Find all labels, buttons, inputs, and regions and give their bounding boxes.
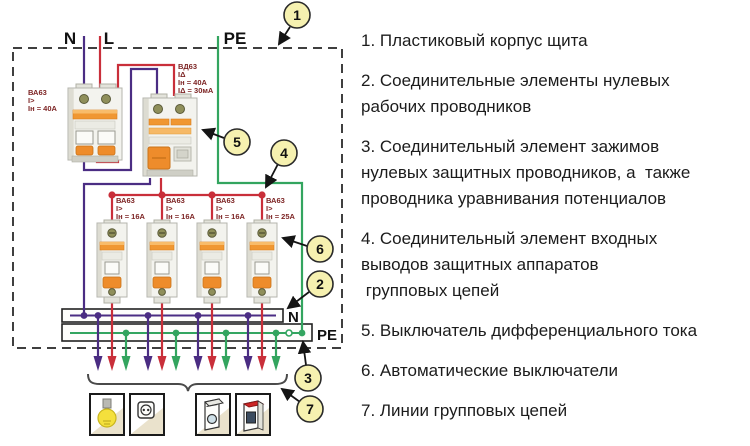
main-breaker-label: ВА63 I> Iн = 40А [28, 88, 58, 113]
washing-machine-icon [195, 393, 231, 436]
callout-5: 5 [201, 127, 251, 156]
group-breaker-1 [96, 219, 128, 304]
pe-incoming-wire [216, 36, 304, 330]
callout-4: 4 [265, 139, 298, 189]
panel-schematic: N L PE N PE ВА63 I> Iн = 40А ВД63 IΔ Iн … [0, 0, 362, 441]
neutral-wires [82, 36, 250, 358]
legend-item-7: 7. Линии групповых цепей [361, 401, 568, 420]
callout-7: 7 [280, 387, 324, 423]
callout-6: 6 [281, 235, 334, 263]
breaker1-rating: Iн = 16А [116, 212, 146, 221]
breaker3-symbol: I> [216, 204, 223, 213]
rcd-model: ВД63 [178, 62, 197, 71]
main-breaker-symbol: I> [28, 96, 35, 105]
legend-item-4: 4. Соединительный элемент входных выводо… [361, 229, 658, 300]
breaker4-symbol: I> [266, 204, 273, 213]
equipotential-terminal-circle [285, 329, 293, 337]
rcd-label: ВД63 IΔ Iн = 40А IΔ = 30мА [178, 62, 214, 95]
callout-7-number: 7 [306, 401, 314, 417]
breaker1-model: ВА63 [116, 196, 135, 205]
callout-4-number: 4 [280, 145, 288, 161]
legend-item-5: 5. Выключатель дифференциального тока [361, 321, 698, 340]
main-breaker-rating: Iн = 40А [28, 104, 58, 113]
legend-item-6: 6. Автоматические выключатели [361, 361, 618, 380]
rcd-device [142, 93, 198, 177]
callout-6-number: 6 [316, 241, 324, 257]
breaker2-model: ВА63 [166, 196, 185, 205]
pe-wires [124, 36, 304, 358]
line-junction-dots [108, 191, 266, 199]
rcd-symbol: IΔ [178, 70, 186, 79]
group-lines-brace [87, 373, 288, 392]
incoming-conductor-labels: N L PE [64, 29, 246, 48]
callout-2-number: 2 [316, 276, 324, 292]
neutral-busbar [61, 308, 284, 323]
electric-stove-icon [235, 393, 271, 436]
breaker3-rating: Iн = 16А [216, 212, 246, 221]
callout-3-number: 3 [304, 370, 312, 386]
callout-5-number: 5 [233, 134, 241, 150]
group-breaker-labels: ВА63 I> Iн = 16А ВА63 I> Iн = 16А ВА63 I… [116, 196, 296, 221]
neutral-main-to-rcd-wire [82, 67, 159, 172]
main-breaker-device [67, 83, 123, 163]
group-circuit-arrows [93, 356, 281, 371]
legend-item-1: 1. Пластиковый корпус щита [361, 31, 588, 50]
neutral-junction-dots [80, 312, 252, 319]
n-conductor-label: N [64, 29, 76, 48]
rcd-current-rating: Iн = 40А [178, 78, 208, 87]
callout-1: 1 [277, 1, 311, 46]
pe-conductor-label: PE [224, 29, 247, 48]
pe-busbar-label: PE [317, 327, 337, 344]
breaker2-rating: Iн = 16А [166, 212, 196, 221]
neutral-rcd-to-busbar-wire [82, 178, 152, 315]
l-conductor-label: L [104, 29, 114, 48]
group-breaker-3 [196, 219, 228, 304]
pe-busbar [61, 323, 313, 342]
group-breaker-2 [146, 219, 178, 304]
pe-junction-dots [122, 329, 306, 337]
group-breaker-4 [246, 219, 278, 304]
breaker4-rating: Iн = 25А [266, 212, 296, 221]
legend-item-3: 3. Соединительный элемент зажимов нулевы… [361, 137, 691, 208]
busbar-text-labels: N PE [288, 309, 337, 344]
legend: 1. Пластиковый корпус щита 2. Соединител… [361, 28, 746, 438]
callout-3: 3 [294, 339, 322, 392]
wall-socket-icon [129, 393, 165, 436]
n-busbar-label: N [288, 309, 299, 326]
breaker2-symbol: I> [166, 204, 173, 213]
breaker4-model: ВА63 [266, 196, 285, 205]
lighting-icon [89, 393, 125, 436]
callout-1-number: 1 [293, 7, 301, 23]
rcd-leakage-rating: IΔ = 30мА [178, 86, 214, 95]
legend-item-2: 2. Соединительные элементы нулевых рабоч… [361, 71, 670, 116]
callout-2: 2 [286, 270, 334, 310]
main-breaker-model: ВА63 [28, 88, 47, 97]
breaker3-model: ВА63 [216, 196, 235, 205]
group-breakers [96, 219, 278, 304]
breaker1-symbol: I> [116, 204, 123, 213]
